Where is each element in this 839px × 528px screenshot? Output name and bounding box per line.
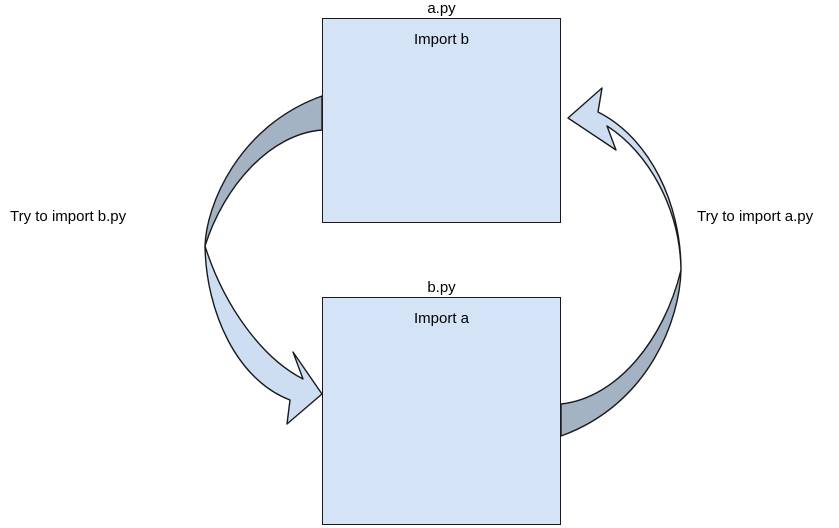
box-b-caption: b.py (427, 279, 456, 296)
module-box-a[interactable]: Import b (322, 18, 561, 223)
left-arrow-tail-segment (204, 95, 323, 247)
module-box-b[interactable]: Import a (322, 297, 561, 525)
left-arrow-head-segment (204, 245, 323, 425)
box-a-caption: a.py (427, 0, 456, 17)
right-arrow-label: Try to import a.py (697, 208, 814, 225)
box-a-body-text: Import b (413, 31, 470, 48)
left-arrow-label: Try to import b.py (10, 208, 127, 225)
box-b-body-text: Import a (413, 310, 470, 327)
right-arrow-head-segment (567, 87, 682, 271)
right-arrow-tail-segment (560, 269, 682, 437)
